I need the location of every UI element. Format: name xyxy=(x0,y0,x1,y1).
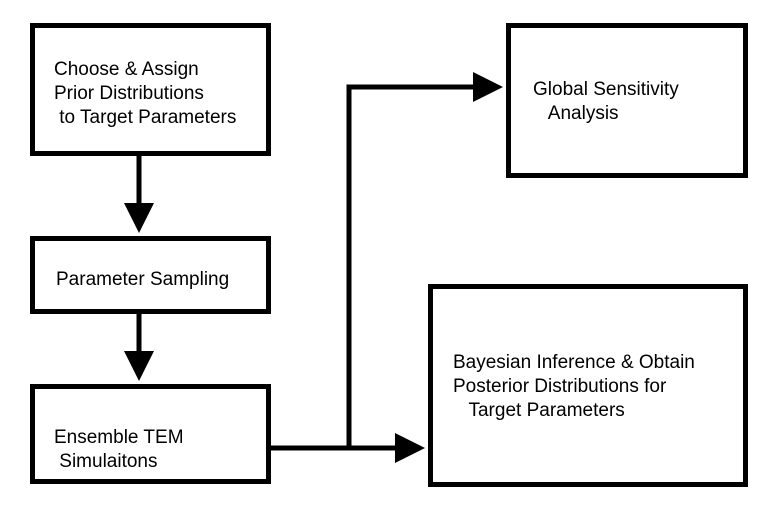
parameter-sampling-box: Parameter Sampling xyxy=(30,236,271,314)
bayesian-inference-box: Bayesian Inference & Obtain Posterior Di… xyxy=(428,284,748,487)
parameter-sampling-label: Parameter Sampling xyxy=(56,269,230,290)
prior-distributions-box: Choose & Assign Prior Distributions to T… xyxy=(30,23,271,156)
global-sensitivity-box: Global Sensitivity Analysis xyxy=(506,23,748,178)
ensemble-simulations-label: Ensemble TEM Simulaitons xyxy=(54,427,184,472)
bayesian-inference-label: Bayesian Inference & Obtain Posterior Di… xyxy=(453,352,695,421)
global-sensitivity-label: Global Sensitivity Analysis xyxy=(533,79,679,124)
ensemble-simulations-box: Ensemble TEM Simulaitons xyxy=(30,384,271,484)
prior-distributions-label: Choose & Assign Prior Distributions to T… xyxy=(54,59,237,128)
